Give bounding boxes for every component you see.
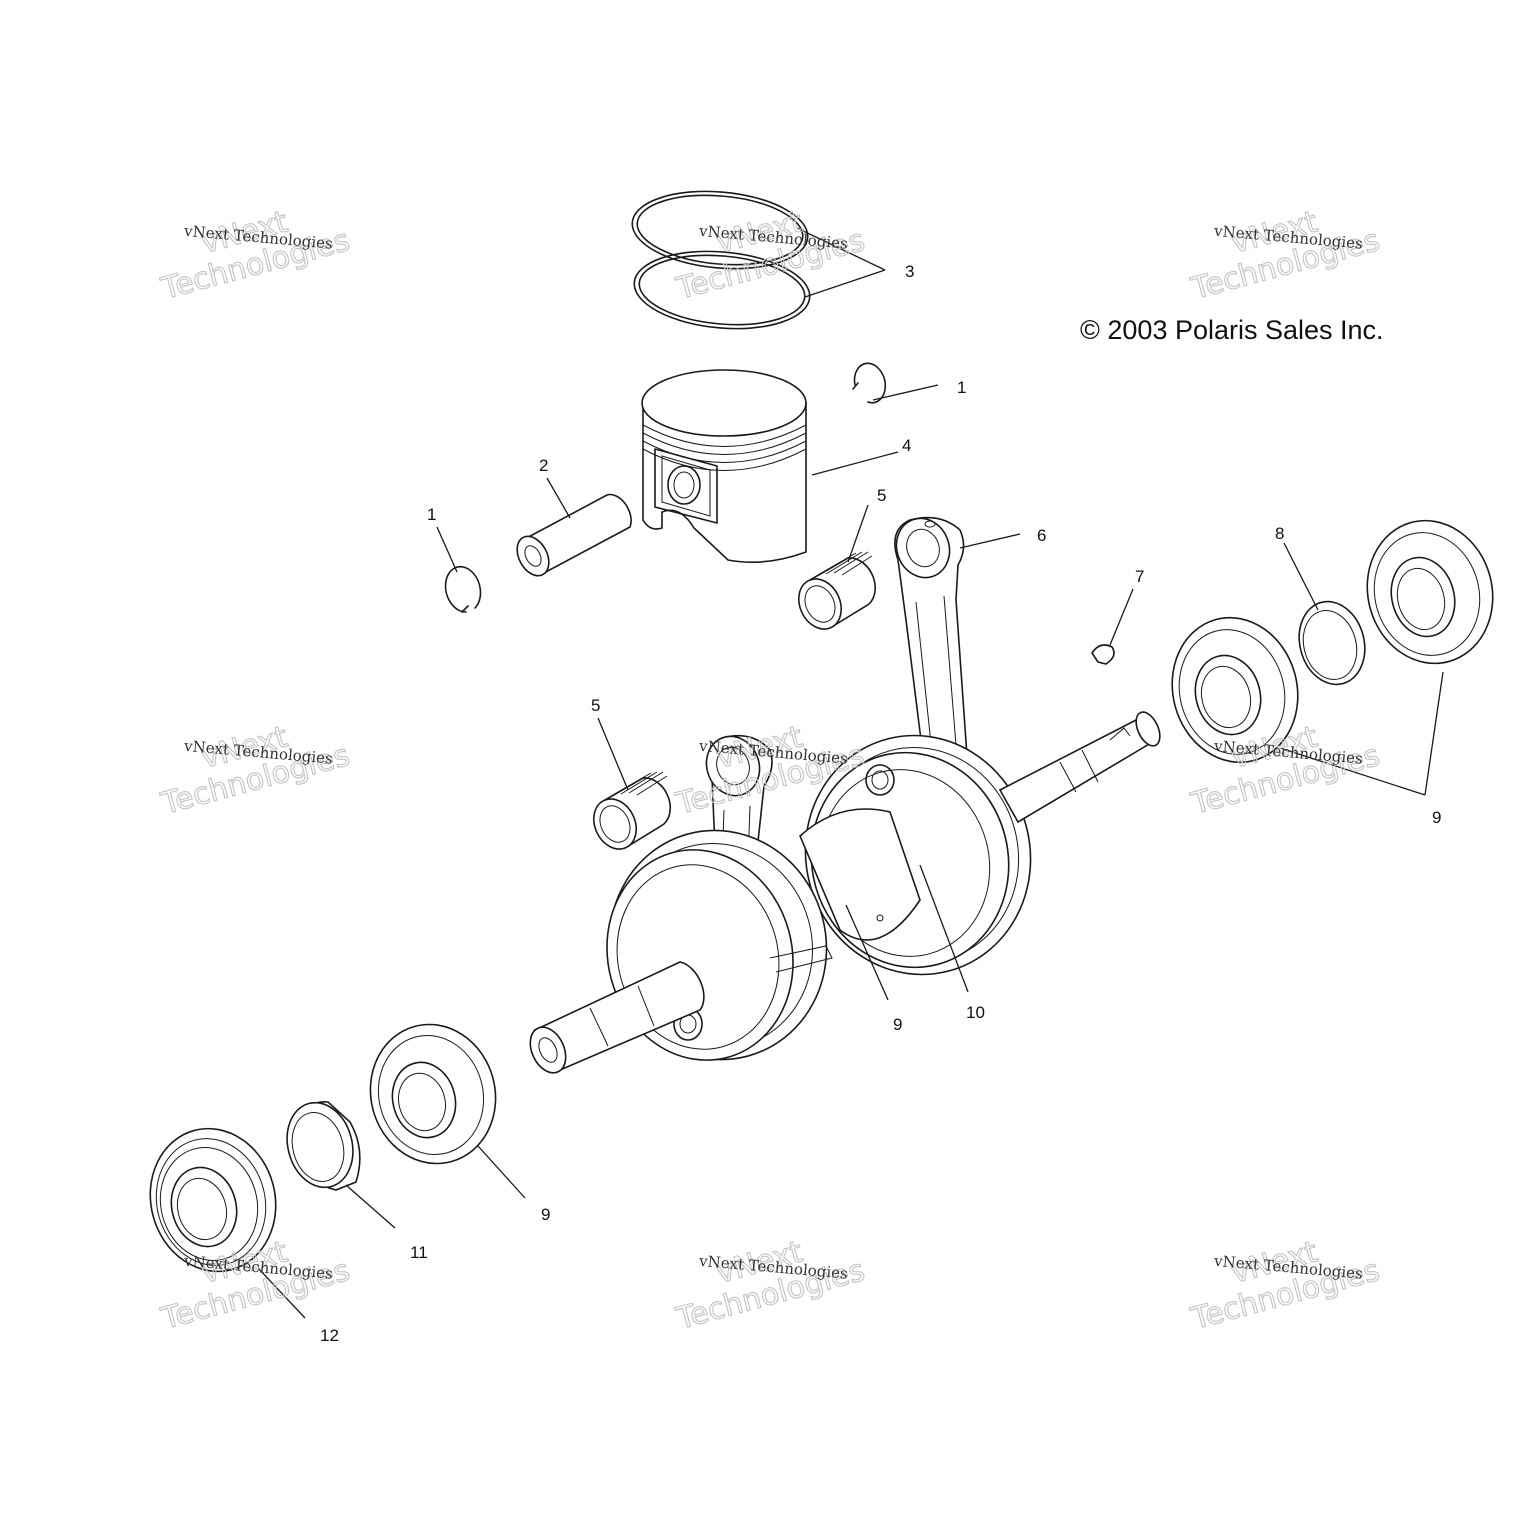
bearing-right-outer: [1366, 519, 1494, 665]
watermark-mid-right: vNext Technologies vNext Technologies: [1187, 719, 1384, 823]
callout-5-upper: 5: [877, 486, 886, 505]
watermark-bottom-right: vNext Technologies vNext Technologies: [1187, 1234, 1384, 1338]
needle-bearing-lower: [593, 771, 672, 850]
watermark-top-right: vNext Technologies vNext Technologies: [1187, 204, 1384, 308]
callout-9-center: 9: [893, 1015, 902, 1034]
crankshaft: [529, 711, 1161, 1074]
callout-3: 3: [905, 262, 914, 281]
callout-5-lower: 5: [591, 696, 600, 715]
piston-rings: [631, 190, 811, 330]
connecting-rod-upper: [894, 516, 969, 781]
watermark-mid-left: vNext Technologies vNext Technologies: [157, 719, 354, 823]
callout-labels: 3 1 4 2 1 5 6 7 8 9 5 9 10 9 11 12: [320, 262, 1441, 1345]
callout-2: 2: [539, 456, 548, 475]
needle-bearing-upper: [798, 551, 877, 630]
copyright-notice: © 2003 Polaris Sales Inc.: [1080, 315, 1384, 345]
wrist-pin: [516, 493, 632, 577]
callout-11: 11: [410, 1243, 428, 1262]
callout-4: 4: [902, 436, 911, 455]
bearing-right-inner: [1171, 616, 1299, 764]
watermark-top-left: vNext Technologies vNext Technologies: [157, 204, 354, 308]
spacer-ring-right: [1298, 600, 1366, 686]
callout-8: 8: [1275, 524, 1284, 543]
circlip-left: [444, 565, 482, 613]
watermark-bottom-center: vNext Technologies vNext Technologies: [672, 1234, 869, 1338]
bearing-left: [369, 1023, 497, 1165]
leader-lines: [257, 227, 1444, 1319]
piston: [641, 369, 807, 564]
callout-1-right: 1: [957, 378, 966, 397]
oil-seal-left: [149, 1127, 277, 1273]
spacer-sleeve-left: [286, 1101, 361, 1191]
callout-12: 12: [320, 1326, 339, 1345]
callout-10: 10: [966, 1003, 985, 1022]
circlip-right: [852, 362, 887, 404]
callout-9-right: 9: [1432, 808, 1441, 827]
callout-1-left: 1: [427, 505, 436, 524]
callout-6: 6: [1037, 526, 1046, 545]
callout-7: 7: [1135, 567, 1144, 586]
callout-9-left: 9: [541, 1205, 550, 1224]
woodruff-key: [1091, 644, 1115, 665]
